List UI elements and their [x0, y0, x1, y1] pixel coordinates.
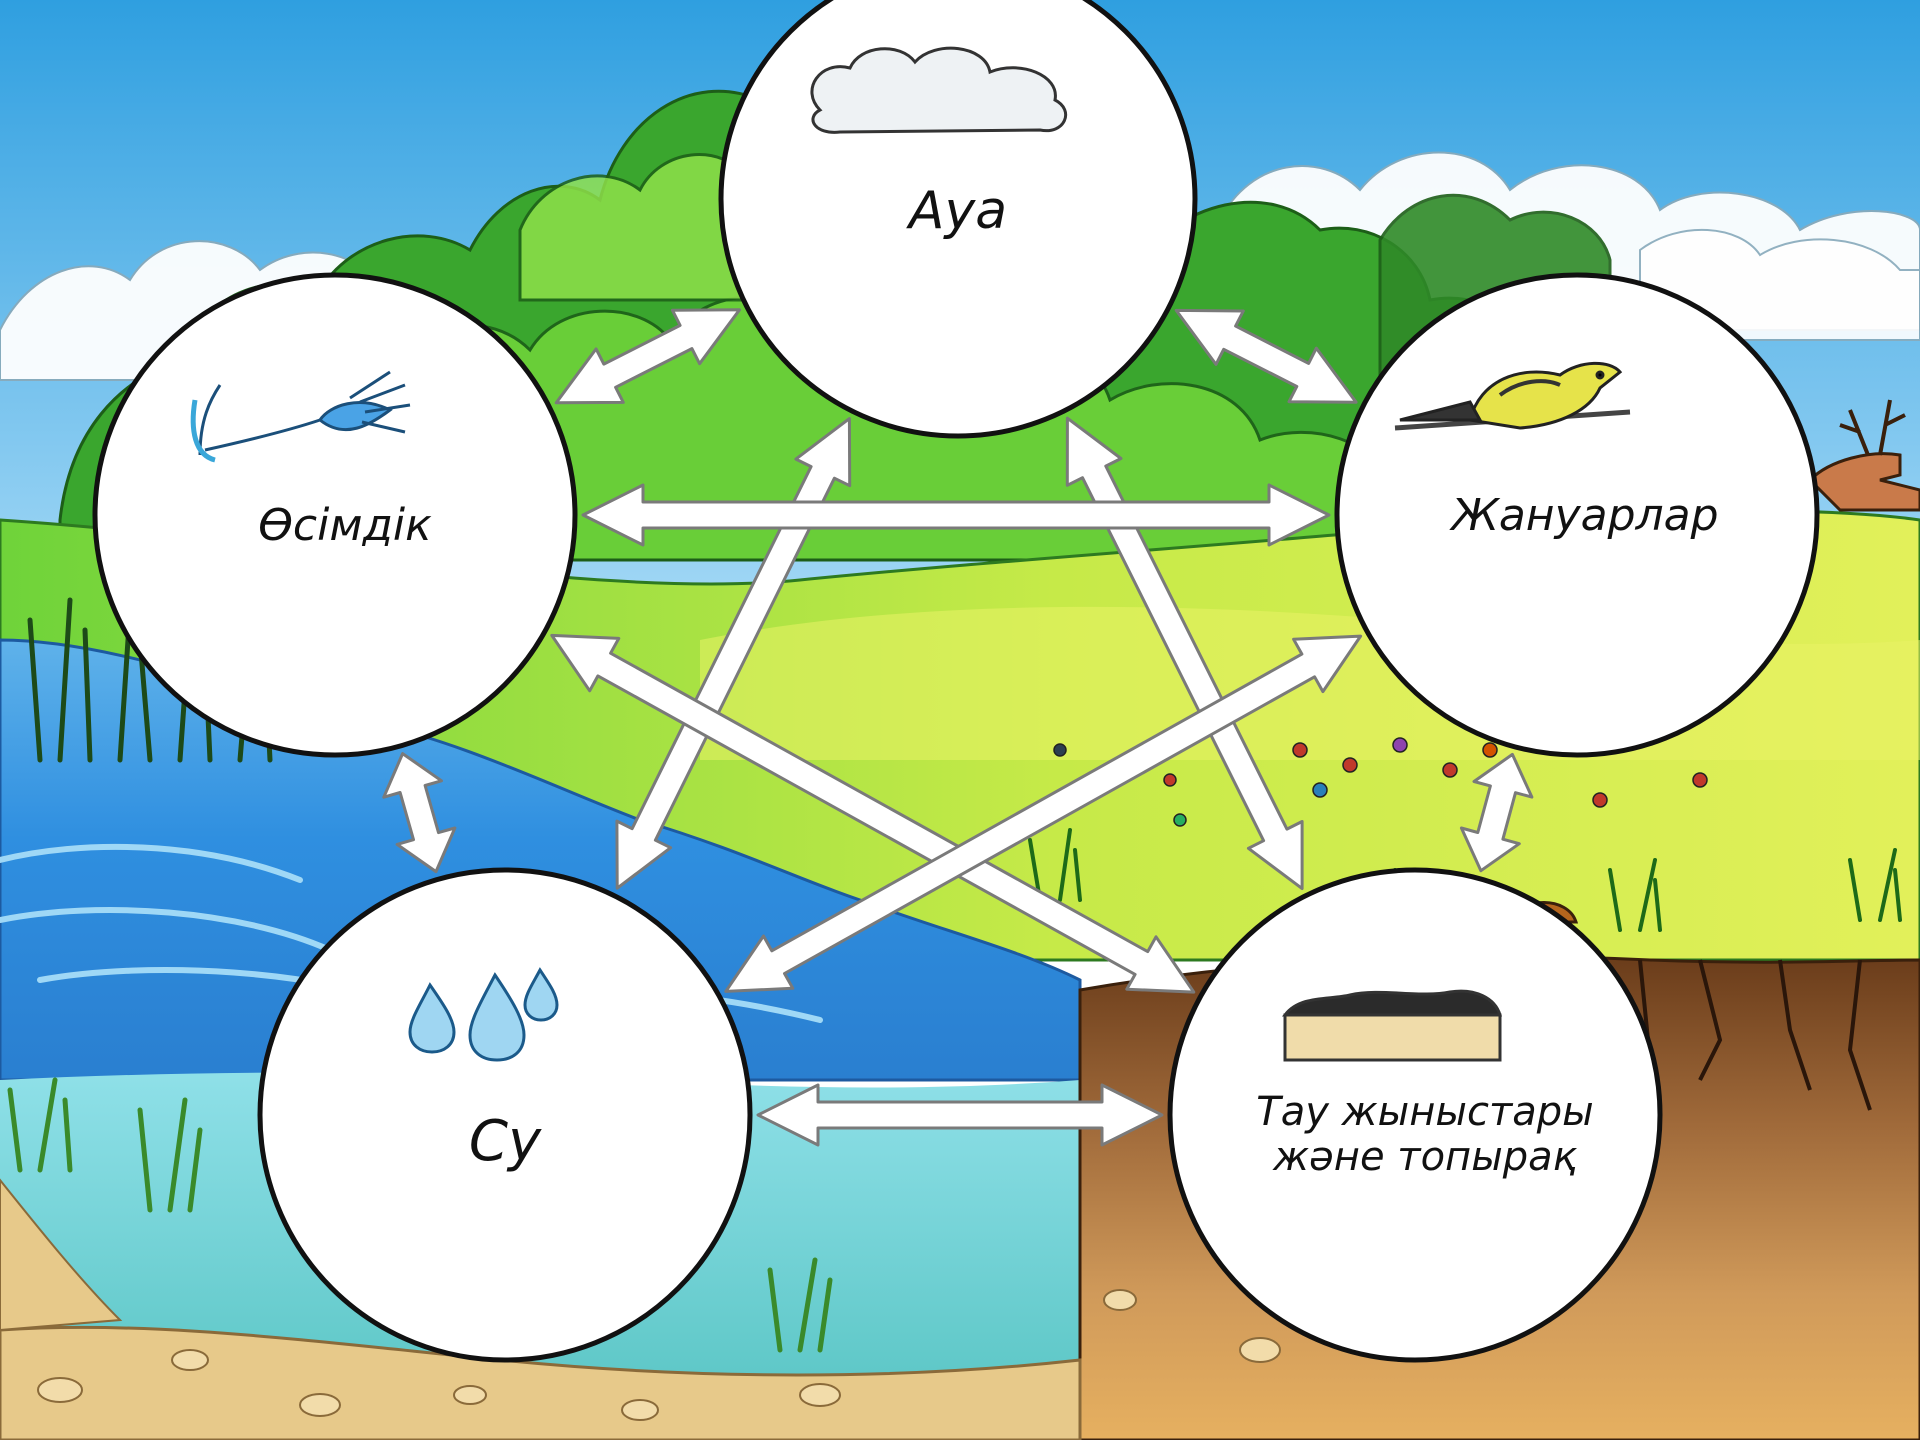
arrow-plants-soil	[550, 633, 1196, 994]
arrow-air-water	[615, 417, 852, 890]
arrow-plants-water	[382, 752, 457, 874]
flower-icon	[190, 370, 411, 463]
arrow-air-animals	[1174, 308, 1358, 404]
lakebed-sand	[0, 1325, 1082, 1440]
meadow-flowers	[1053, 737, 1708, 827]
node-plants: Өсімдік	[92, 272, 578, 758]
cloud-icon	[810, 46, 1068, 134]
node-air-label: Ауа	[906, 181, 1007, 241]
node-soil-label-line1: Тау жыныстары	[1256, 1089, 1593, 1135]
arrow-animals-water	[724, 634, 1363, 993]
node-air: Ауа	[718, 0, 1198, 439]
arrow-air-soil	[1065, 416, 1304, 891]
node-soil: Тау жыныстары және топырақ	[1167, 867, 1663, 1363]
water-drops-icon	[408, 967, 559, 1062]
arrow-water-soil	[756, 1083, 1164, 1147]
node-animals-label: Жануарлар	[1448, 490, 1718, 541]
node-plants-label: Өсімдік	[258, 500, 432, 551]
arrow-animals-soil	[1459, 752, 1534, 873]
node-soil-label-line2: және топырақ	[1272, 1134, 1578, 1180]
node-water-label: Су	[469, 1109, 542, 1174]
arrow-plants-animals	[581, 483, 1331, 547]
underwater-plants	[7, 1077, 833, 1353]
soil-layer-icon	[1281, 989, 1503, 1062]
bird-icon	[1394, 361, 1631, 431]
deer	[1807, 399, 1920, 512]
node-animals: Жануарлар	[1334, 272, 1820, 758]
arrow-air-plants	[554, 308, 741, 405]
connection-arrows	[382, 308, 1534, 1147]
lakebed-left	[0, 1178, 123, 1332]
node-water: Су	[257, 867, 753, 1363]
